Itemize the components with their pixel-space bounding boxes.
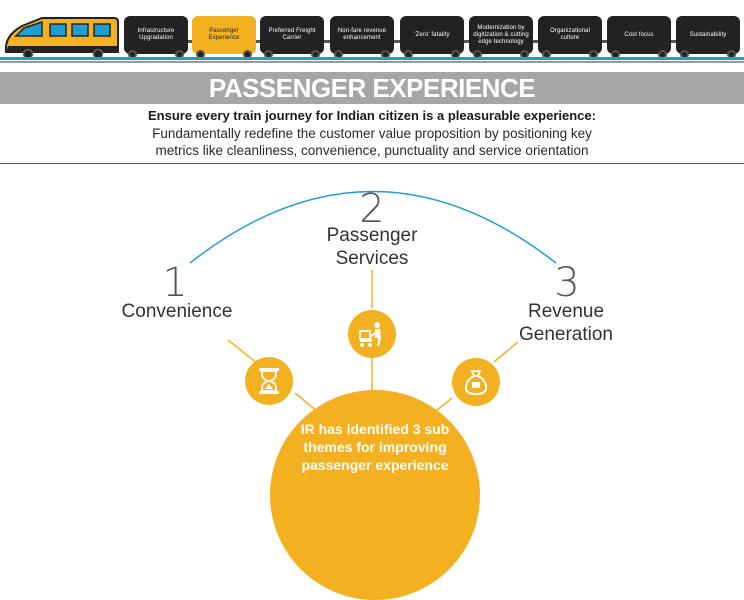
section-banner: PASSENGER EXPERIENCE: [0, 72, 744, 104]
theme-arc: [189, 190, 557, 264]
theme-number-2: 2: [359, 186, 385, 232]
money-bag-icon: [464, 370, 488, 396]
train-car-label: Organizational culture: [549, 28, 591, 41]
train-car-organizational-culture[interactable]: Organizational culture: [538, 16, 608, 59]
train-car-cost-focus[interactable]: Cost focus: [607, 16, 677, 59]
train-car-infrastructure[interactable]: Infrastructure Upgradation: [124, 16, 194, 59]
porter-luggage-icon: [359, 322, 381, 347]
theme-number-1: 1: [162, 260, 188, 306]
train-navigation: Infrastructure Upgradation Passenger Exp…: [0, 8, 744, 66]
train-car-label: Infrastructure Upgradation: [137, 28, 175, 41]
train-car-label: Preferred Freight Carrier: [268, 28, 316, 41]
convenience-icon-badge: [245, 357, 293, 405]
center-summary-text: IR has identified 3 sub themes for impro…: [300, 421, 450, 473]
train-car-freight[interactable]: Preferred Freight Carrier: [260, 16, 330, 59]
locomotive-icon: [4, 17, 119, 60]
train-car-modernization[interactable]: Modernization by digitization & cutting …: [469, 16, 539, 59]
theme-label-revenue-generation: Revenue Generation: [518, 301, 613, 345]
hourglass-icon: [259, 368, 279, 394]
intro-body-text: Fundamentally redefine the customer valu…: [152, 126, 592, 158]
train-car-label: Non-fare revenue enhancement: [337, 28, 387, 41]
train-car-sustainability[interactable]: Sustainability: [676, 16, 740, 59]
train-car-label: 'Zero' fatality: [414, 31, 450, 38]
train-car-zero-fatality[interactable]: 'Zero' fatality: [400, 16, 470, 59]
intro-headline: Ensure every train journey for Indian ci…: [148, 108, 596, 123]
passenger-services-icon-badge: [348, 310, 396, 358]
theme-number-3: 3: [554, 260, 580, 306]
revenue-icon-badge: [452, 358, 500, 406]
track-line: [0, 57, 744, 60]
train-car-label: Modernization by digitization & cutting …: [473, 24, 529, 45]
train-car-label: Sustainability: [689, 31, 727, 38]
theme-label-convenience: Convenience: [121, 301, 233, 322]
theme-label-passenger-services: Passenger Services: [326, 225, 418, 269]
section-divider: [0, 163, 744, 164]
train-car-non-fare-revenue[interactable]: Non-fare revenue enhancement: [330, 16, 400, 59]
train-car-label: Cost focus: [624, 31, 654, 38]
connector-line-revenue: [493, 341, 519, 363]
train-car-passenger-experience[interactable]: Passenger Experience: [192, 16, 262, 59]
intro-body: Fundamentally redefine the customer valu…: [0, 125, 744, 159]
rail-line: [0, 61, 744, 63]
train-car-label: Passenger Experience: [208, 28, 240, 41]
